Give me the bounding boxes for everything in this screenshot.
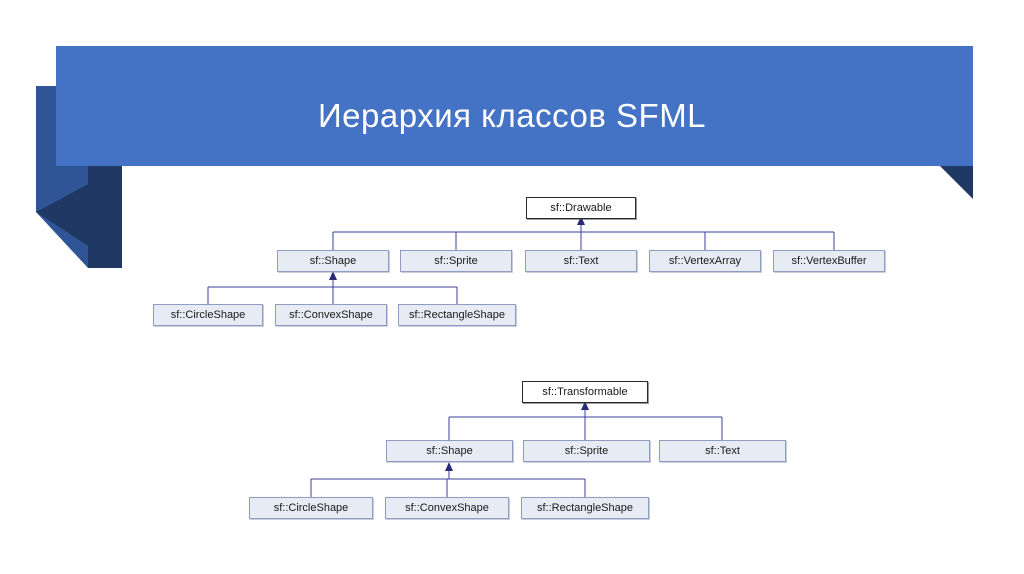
class-box-sf-convexshape[interactable]: sf::ConvexShape	[275, 304, 387, 326]
class-box-label: sf::Text	[563, 255, 599, 267]
class-box-sf-convexshape[interactable]: sf::ConvexShape	[385, 497, 509, 519]
ribbon-left-tail	[88, 166, 122, 268]
class-box-sf-rectangleshape[interactable]: sf::RectangleShape	[521, 497, 649, 519]
class-box-sf-vertexarray[interactable]: sf::VertexArray	[649, 250, 761, 272]
ribbon-shape	[36, 46, 973, 268]
class-hierarchy-drawable: sf::Drawable sf::Shape sf::Sprite sf::Te…	[0, 190, 1024, 330]
ribbon-right-fold	[940, 166, 973, 199]
connector-lines-transformable	[310, 401, 723, 497]
class-box-sf-drawable[interactable]: sf::Drawable	[526, 197, 636, 219]
page-title: Иерархия классов SFML	[317, 97, 707, 134]
arrowhead-shape-transformable	[445, 462, 453, 471]
class-box-sf-circleshape[interactable]: sf::CircleShape	[249, 497, 373, 519]
class-box-label: sf::CircleShape	[170, 309, 246, 321]
class-box-label: sf::CircleShape	[273, 502, 349, 514]
class-box-sf-sprite[interactable]: sf::Sprite	[523, 440, 650, 462]
ribbon-body	[56, 46, 973, 166]
class-box-sf-shape[interactable]: sf::Shape	[386, 440, 513, 462]
class-box-sf-transformable[interactable]: sf::Transformable	[522, 381, 648, 403]
class-box-label: sf::VertexArray	[668, 255, 742, 267]
class-box-label: sf::Shape	[426, 445, 473, 457]
class-box-label: sf::Sprite	[564, 445, 609, 457]
class-box-label: sf::Drawable	[550, 202, 612, 214]
class-box-label: sf::Sprite	[434, 255, 478, 267]
class-box-sf-vertexbuffer[interactable]: sf::VertexBuffer	[773, 250, 885, 272]
connector-lines-drawable	[207, 216, 835, 304]
class-box-label: sf::VertexBuffer	[791, 255, 867, 267]
arrowhead-root-drawable	[577, 216, 585, 225]
class-box-label: sf::RectangleShape	[408, 309, 505, 321]
class-box-sf-rectangleshape[interactable]: sf::RectangleShape	[398, 304, 516, 326]
class-box-label: sf::ConvexShape	[289, 309, 373, 321]
class-box-sf-circleshape[interactable]: sf::CircleShape	[153, 304, 263, 326]
slide-banner: Иерархия классов SFML	[36, 46, 973, 268]
class-hierarchy-transformable: sf::Transformable sf::Shape sf::Sprite s…	[0, 373, 1024, 528]
class-box-sf-text[interactable]: sf::Text	[659, 440, 786, 462]
class-box-sf-text[interactable]: sf::Text	[525, 250, 637, 272]
class-box-sf-sprite[interactable]: sf::Sprite	[400, 250, 512, 272]
class-box-label: sf::Shape	[309, 255, 357, 267]
class-box-label: sf::Text	[705, 445, 740, 457]
class-box-label: sf::ConvexShape	[405, 502, 489, 514]
class-box-label: sf::RectangleShape	[536, 502, 633, 514]
class-box-label: sf::Transformable	[542, 386, 628, 398]
arrowhead-root-transformable	[581, 401, 589, 410]
arrowhead-shape-drawable	[329, 271, 337, 280]
class-box-sf-shape[interactable]: sf::Shape	[277, 250, 389, 272]
ribbon-body-left-edge	[56, 46, 88, 166]
